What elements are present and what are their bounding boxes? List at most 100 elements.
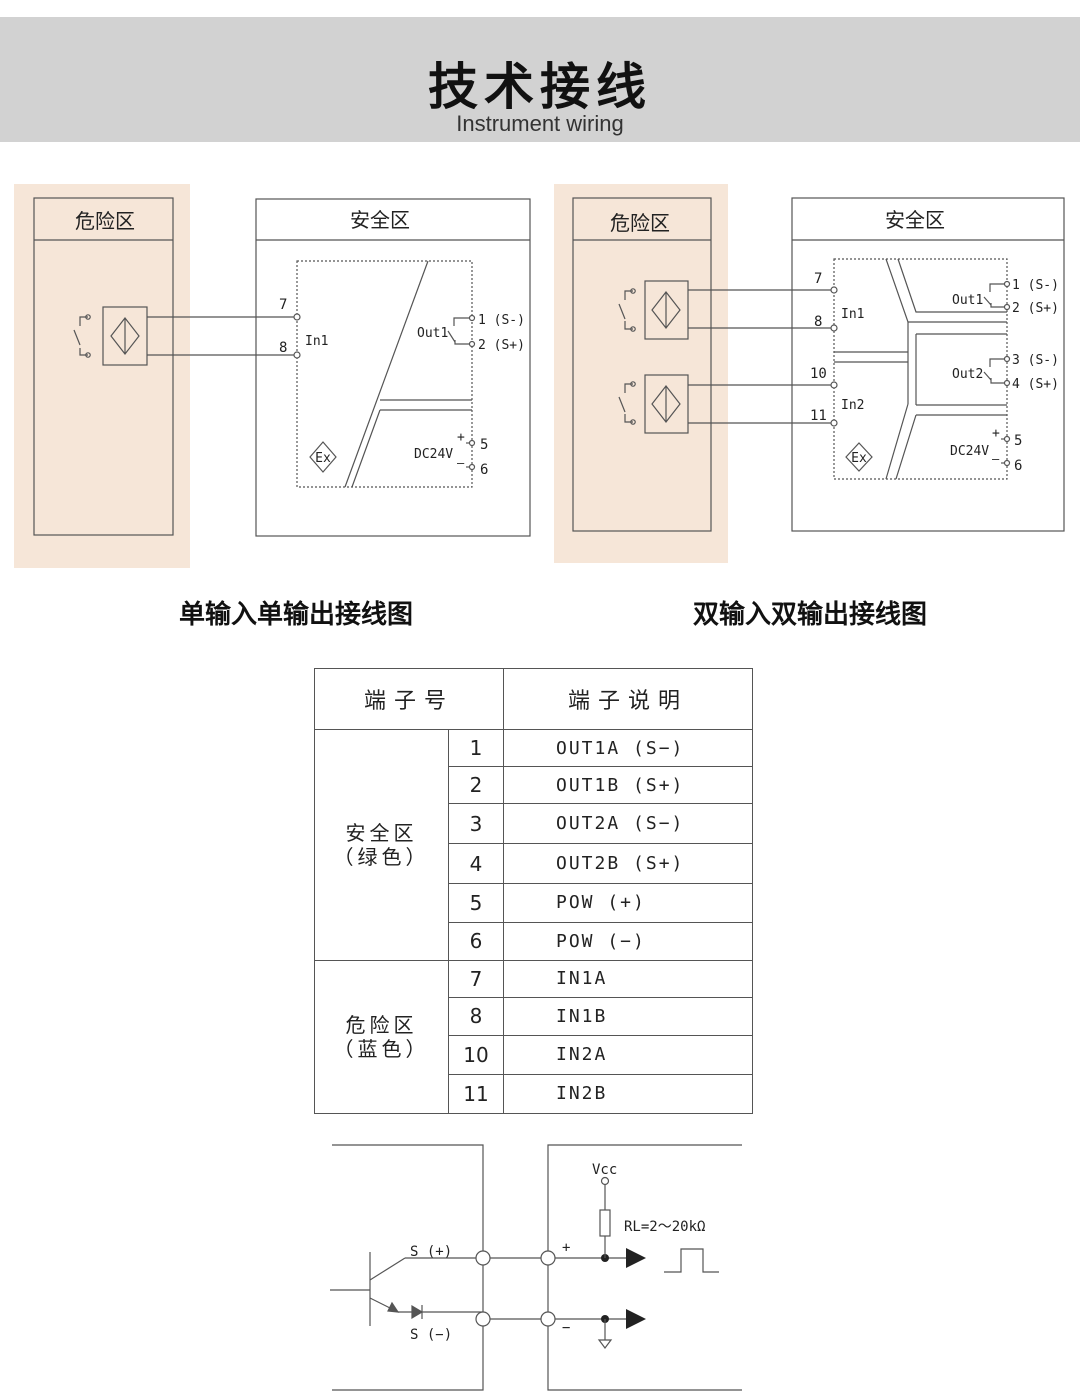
terminal-number: 10: [448, 1034, 504, 1075]
terminal-1: 1 (S-): [1012, 278, 1059, 293]
page-subtitle: Instrument wiring: [456, 111, 624, 136]
terminal-8: 8: [279, 340, 287, 356]
terminal-5: 5: [480, 437, 488, 453]
proximity-sensor-icon: [644, 374, 689, 434]
hazard-zone-cell: 危险区 （蓝色）: [314, 959, 449, 1115]
terminal-2: 2 (S+): [1012, 301, 1059, 316]
safe-zone-label: 安全区: [350, 208, 410, 232]
table-row: 安全区 （绿色） 1 OUT1A (S−): [314, 729, 753, 961]
single-wiring-diagram: 危险区 安全区: [14, 184, 531, 568]
output-label: Out1: [417, 326, 448, 341]
terminal-6: 6: [1014, 458, 1022, 474]
terminal-1: 1 (S-): [478, 313, 525, 328]
table-row: 3 OUT2A (S−): [315, 803, 753, 845]
terminal-7: 7: [279, 297, 287, 313]
terminal-number: 11: [448, 1073, 504, 1115]
input2-label: In2: [841, 398, 864, 413]
table-row: 8 IN1B: [315, 996, 753, 1036]
terminal-number: 1: [448, 729, 504, 768]
power-label: DC24V: [950, 444, 989, 459]
terminal-number: 4: [448, 843, 504, 885]
terminal-number: 6: [448, 921, 504, 961]
hazard-zone-box: [572, 197, 712, 532]
terminal-table: 端子号 端子说明 安全区 （绿色） 1 OUT1A (S−) 2 OUT1B (…: [314, 667, 753, 1115]
table-row: 6 POW (−): [315, 921, 753, 961]
input1-label: In1: [841, 307, 864, 322]
power-minus-sign: —: [992, 452, 1000, 466]
page-header: 技术接线 Instrument wiring: [0, 17, 1080, 142]
dual-diagram-caption: 双输入双输出接线图: [693, 600, 928, 630]
terminal-description: POW (−): [503, 921, 753, 961]
terminal-5: 5: [1014, 433, 1022, 449]
hazard-zone-label: 危险区: [610, 211, 670, 235]
isolator-module: [833, 258, 1008, 480]
table-row: 4 OUT2B (S+): [315, 843, 753, 885]
terminal-number: 3: [448, 803, 504, 845]
output1-label: Out1: [952, 293, 983, 308]
s-plus-label: S (+): [410, 1244, 452, 1260]
terminal-number: 2: [448, 766, 504, 805]
table-header-row: 端子号 端子说明: [314, 667, 753, 731]
plus-label: +: [562, 1240, 570, 1256]
proximity-sensor-icon: [102, 306, 148, 366]
safe-zone-label: 安全区: [885, 208, 945, 232]
switch-icon: [618, 288, 636, 332]
terminal-6: 6: [480, 462, 488, 478]
rl-label: RL=2～20kΩ: [624, 1219, 705, 1235]
output-circuit-diagram: S (+) S (−) + − Vcc RL=2～20kΩ: [330, 1144, 742, 1391]
hazard-zone-bg: [14, 184, 190, 568]
terminal-8: 8: [814, 314, 822, 330]
table-row: 10 IN2A: [315, 1034, 753, 1075]
ex-mark-text: Ex: [851, 451, 867, 466]
ground-icon: [597, 1339, 613, 1349]
safe-zone-name: 安全区: [345, 820, 418, 845]
terminal-2: 2 (S+): [478, 338, 525, 353]
transistor-icon: [330, 1252, 483, 1326]
output-arrow-icon: [626, 1309, 646, 1329]
page-title: 技术接线: [428, 58, 652, 116]
single-diagram-caption: 单输入单输出接线图: [179, 600, 414, 630]
minus-label: −: [562, 1320, 570, 1336]
safe-zone-box: [255, 198, 531, 537]
terminal-description: IN1A: [503, 959, 753, 998]
proximity-sensor-icon: [644, 280, 689, 340]
terminal-3: 3 (S-): [1012, 353, 1059, 368]
terminal-description: IN2B: [503, 1073, 753, 1115]
terminal-number: 7: [448, 959, 504, 998]
hazard-zone-label: 危险区: [75, 209, 135, 233]
table-row: 2 OUT1B (S+): [315, 766, 753, 805]
s-minus-label: S (−): [410, 1327, 452, 1343]
output2-label: Out2: [952, 367, 983, 382]
terminal-description: OUT2B (S+): [503, 843, 753, 885]
hazard-zone-box: [33, 197, 174, 536]
hazard-zone-bg: [554, 184, 728, 563]
power-minus-sign: —: [457, 456, 465, 470]
terminal-11: 11: [810, 408, 827, 424]
header-terminal: 端子号: [314, 667, 504, 731]
power-plus-sign: +: [457, 430, 465, 445]
ex-mark-icon: Ex: [309, 441, 337, 473]
vcc-label: Vcc: [592, 1162, 617, 1178]
ex-mark-icon: Ex: [845, 442, 873, 472]
resistor-icon: [599, 1209, 611, 1237]
output-arrow-icon: [626, 1248, 646, 1268]
safe-zone-cell: 安全区 （绿色）: [314, 729, 449, 961]
terminal-7: 7: [814, 271, 822, 287]
terminal-description: OUT2A (S−): [503, 803, 753, 845]
terminal-10: 10: [810, 366, 827, 382]
switch-icon: [618, 381, 636, 425]
switch-icon: [73, 314, 91, 358]
terminal-description: POW (+): [503, 883, 753, 923]
ex-mark-text: Ex: [315, 451, 331, 466]
terminal-description: IN2A: [503, 1034, 753, 1075]
pulse-waveform-icon: [664, 1248, 719, 1273]
terminal-number: 8: [448, 996, 504, 1036]
terminal-number: 5: [448, 883, 504, 923]
table-row: 11 IN2B: [315, 1073, 753, 1115]
hazard-zone-color: （蓝色）: [333, 1036, 430, 1061]
terminal-description: IN1B: [503, 996, 753, 1036]
safe-zone-box: [791, 197, 1065, 532]
dual-wiring-diagram: 危险区: [554, 184, 1065, 563]
power-plus-sign: +: [992, 426, 1000, 441]
